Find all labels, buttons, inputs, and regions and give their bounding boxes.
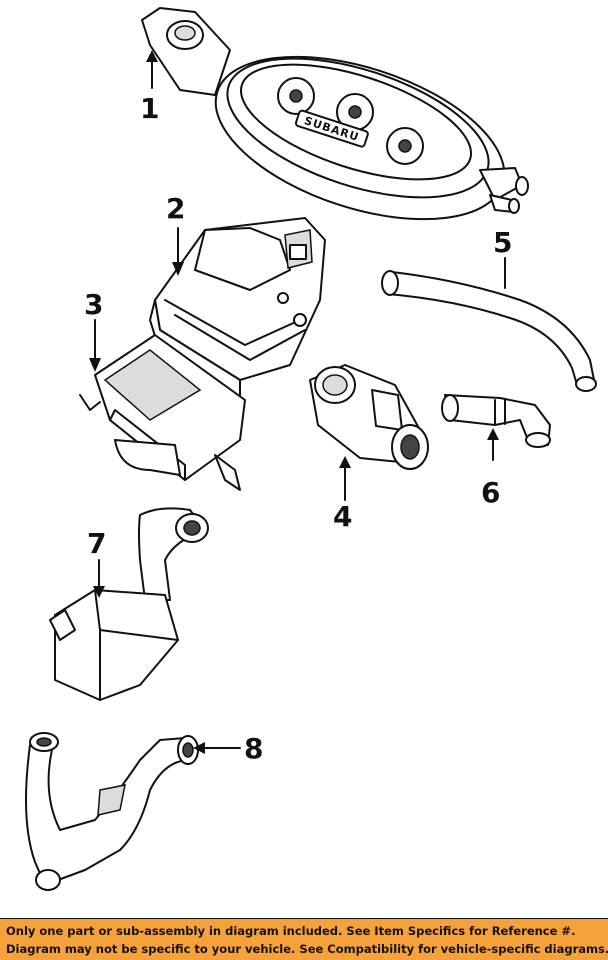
callout-7: 7 [87,527,106,560]
leader-arrow-1 [146,50,158,62]
callout-2: 2 [166,192,185,225]
callout-3: 3 [84,288,103,321]
part-5-hose [381,270,597,392]
callout-8: 8 [244,732,263,765]
disclaimer-banner: Only one part or sub-assembly in diagram… [0,918,608,960]
part-4-airflow-sensor [309,364,429,470]
part-3-housing-base [79,334,246,491]
part-8-intake-tube [25,732,199,891]
parts-diagram: SUBARU 1 [25,7,597,891]
part-6-intake-duct [441,394,551,448]
callout-6: 6 [481,476,500,509]
callout-4: 4 [333,500,352,533]
part-7-resonator [49,507,209,701]
leader-arrow-3 [89,358,101,372]
disclaimer-line-2: Diagram may not be specific to your vehi… [6,942,608,956]
disclaimer-line-1: Only one part or sub-assembly in diagram… [6,924,576,938]
leader-arrow-6 [487,428,499,440]
part-2-housing [149,217,326,401]
callout-5: 5 [493,226,512,259]
leader-arrow-4 [339,456,351,468]
leader-arrow-8 [193,742,205,754]
leader-arrow-7 [93,586,105,598]
callout-1: 1 [140,92,159,125]
leader-arrow-2 [172,262,184,276]
part-1-air-cleaner: SUBARU [141,7,529,221]
